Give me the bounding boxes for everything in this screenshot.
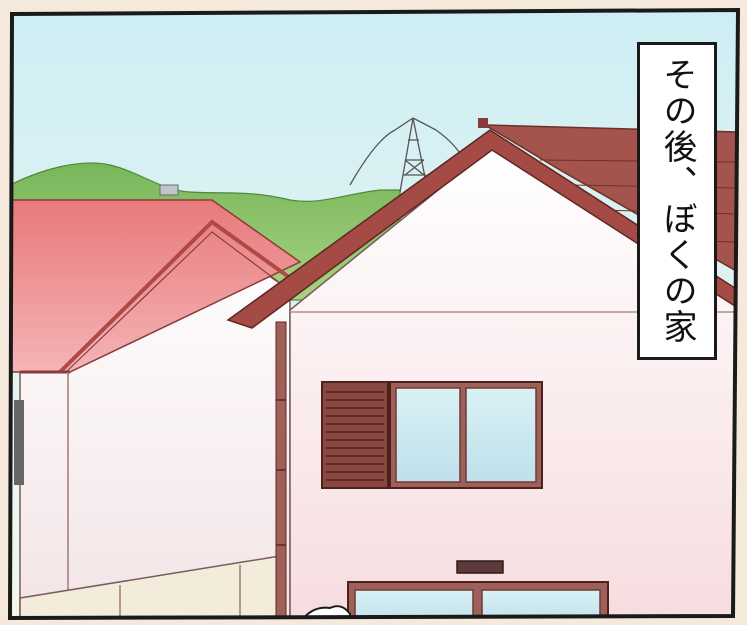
main-roof-trim bbox=[226, 129, 738, 329]
caption-box: その後、ぼくの家 bbox=[637, 42, 717, 360]
lower-window bbox=[347, 581, 609, 618]
window-shutter bbox=[321, 381, 389, 489]
window bbox=[389, 381, 543, 489]
distant-building bbox=[159, 184, 179, 196]
vent bbox=[456, 560, 504, 574]
panel-border bbox=[7, 7, 741, 621]
downspout bbox=[275, 321, 287, 618]
caption-text: その後、ぼくの家 bbox=[657, 57, 697, 345]
